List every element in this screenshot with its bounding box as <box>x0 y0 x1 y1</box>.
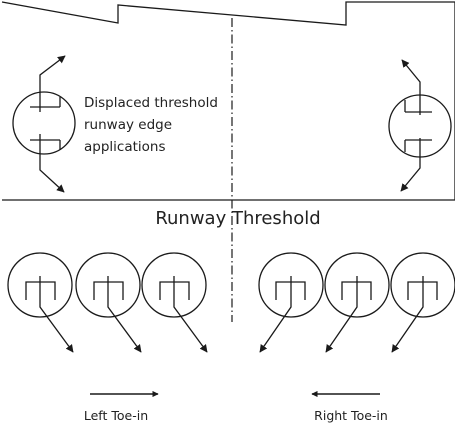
displaced-note-line-2: runway edge <box>84 117 172 133</box>
right-toe-in-light-2 <box>324 252 390 353</box>
right-toe-in-beam-arrow-1 <box>259 276 292 353</box>
left-light-beam-down-arrow <box>39 134 65 193</box>
right-toe-in-light-3 <box>390 252 455 353</box>
left-toe-in-light-1 <box>7 252 74 353</box>
right-toe-in-label: Right Toe-in <box>314 408 388 423</box>
right-toe-in-light-1 <box>258 252 324 353</box>
left-toe-in-light-2 <box>75 252 142 353</box>
right-toe-in-beam-arrow-2 <box>325 276 358 353</box>
right-toe-in-beam-arrow-3 <box>391 276 424 353</box>
right-displaced-threshold-light <box>388 59 452 192</box>
left-toe-in-beam-arrow-3 <box>173 276 208 353</box>
runway-threshold-label: Runway Threshold <box>155 208 320 229</box>
right-light-beam-down-arrow <box>400 138 421 192</box>
left-toe-in-light-3 <box>141 252 208 353</box>
left-toe-in-label: Left Toe-in <box>84 408 148 423</box>
left-light-beam-up-arrow <box>39 55 66 112</box>
left-displaced-threshold-light <box>12 55 76 193</box>
displaced-note-line-3: applications <box>84 139 166 155</box>
left-toe-in-beam-arrow-1 <box>39 276 74 353</box>
displaced-threshold-area-outline <box>1 1 455 201</box>
displaced-threshold-note: Displaced threshold runway edge applicat… <box>84 95 222 155</box>
displaced-note-line-1: Displaced threshold <box>84 95 218 111</box>
left-toe-in-beam-arrow-2 <box>107 276 142 353</box>
right-light-beam-up-arrow <box>401 59 421 115</box>
